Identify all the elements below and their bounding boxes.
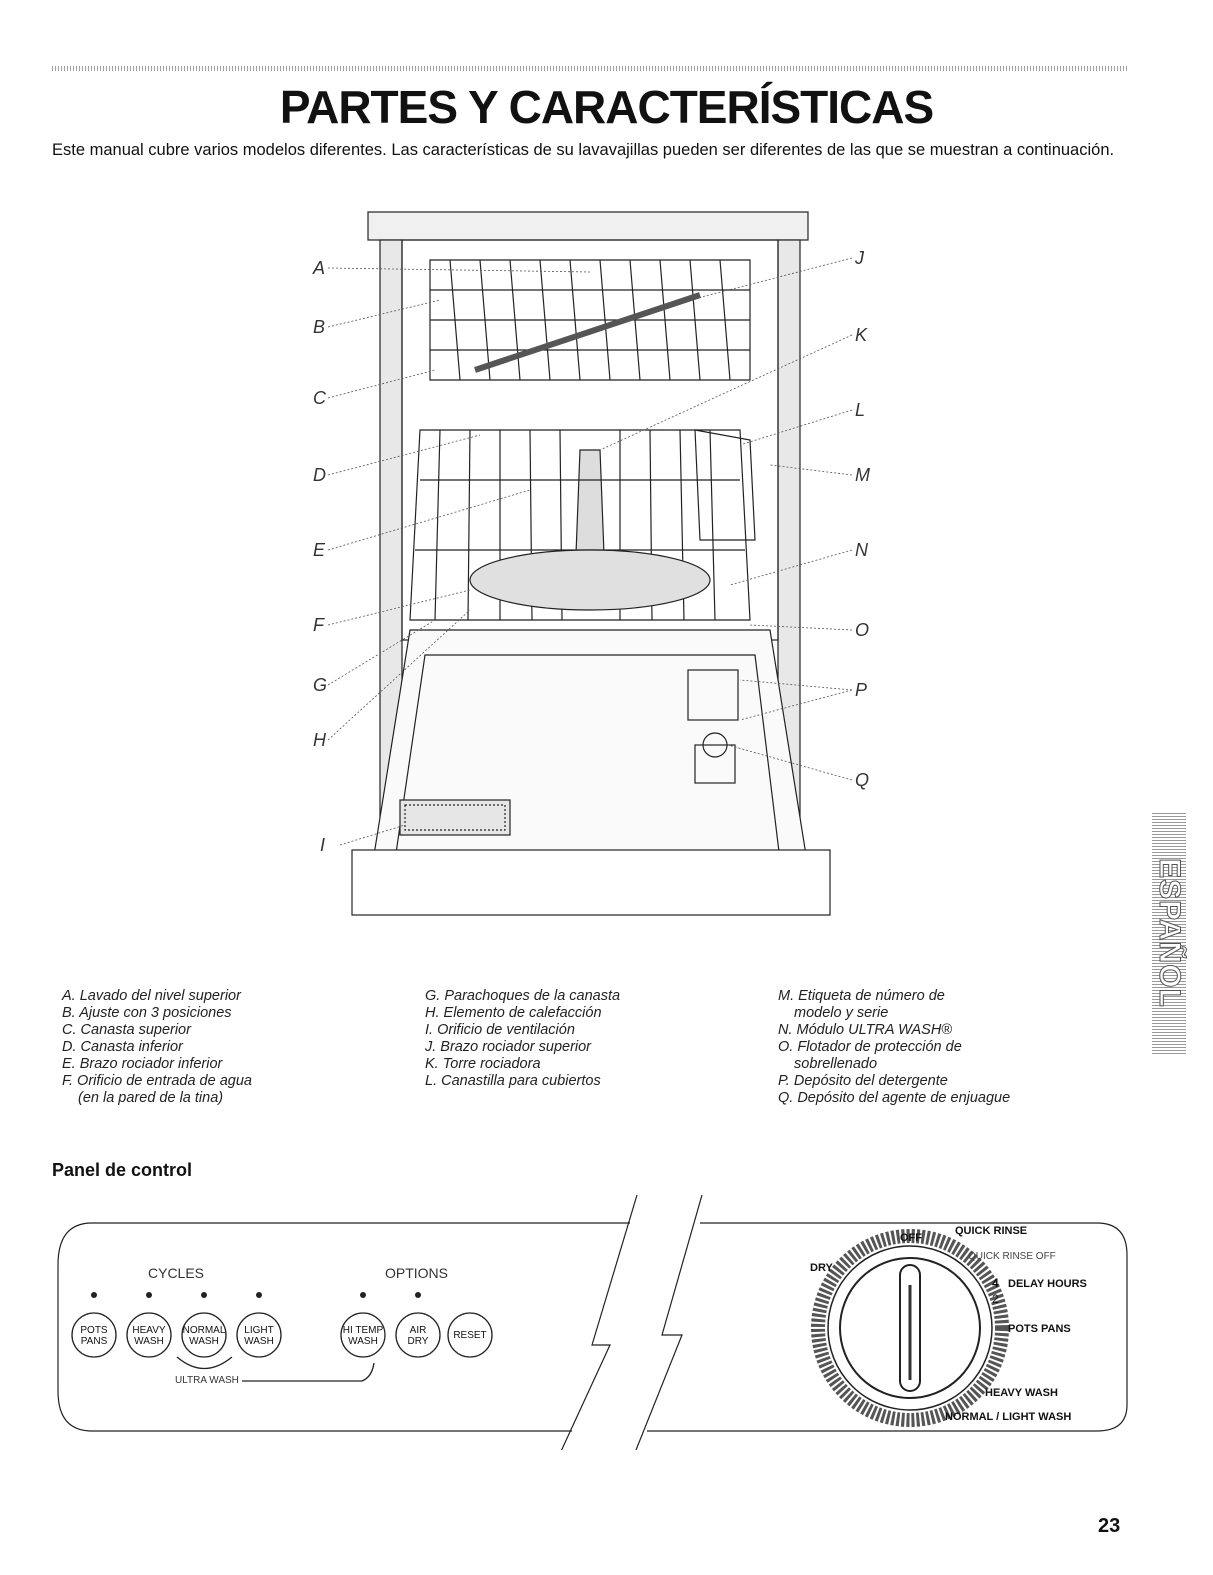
legend-item: A. Lavado del nivel superior [62,988,241,1004]
legend-item: J. Brazo rociador superior [425,1039,592,1055]
legend-item: G. Parachoques de la canasta [425,988,621,1004]
ultra-wash-label: ULTRA WASH [175,1375,239,1386]
legend-item: B. Ajuste con 3 posiciones [62,1005,232,1021]
dial-four-label: 4 [992,1276,999,1290]
legend-col-1: A. Lavado del nivel superior B. Ajuste c… [62,988,252,1107]
callout-n: N [855,540,868,560]
callout-k: K [855,325,868,345]
legend-item: Q. Depósito del agente de enjuague [778,1090,1011,1106]
dial-off-label: OFF [900,1232,922,1244]
legend-item: I. Orificio de ventilación [425,1022,575,1038]
reset-button[interactable]: RESET [453,1330,487,1341]
legend-item: K. Torre rociadora [425,1056,541,1072]
dial-pots-pans-label: POTS PANS [1008,1323,1071,1335]
legend-item: C. Canasta superior [62,1022,191,1038]
legend-item: P. Depósito del detergente [778,1073,948,1089]
dial-two-label: 2 [992,1292,999,1306]
legend-item: E. Brazo rociador inferior [62,1056,223,1072]
legend-item: N. Módulo ULTRA WASH® [778,1022,952,1038]
callout-c: C [313,388,326,408]
callout-a: A [313,258,326,278]
callout-h: H [313,730,326,750]
callout-m: M [855,465,870,485]
callout-o: O [855,620,870,640]
dial-delay-hours-label: DELAY HOURS [1008,1278,1087,1290]
callout-b: B [313,317,326,337]
dial-heavy-wash-label: HEAVY WASH [985,1387,1058,1399]
panel-title: Panel de control [52,1160,193,1180]
legend-item: sobrellenado [794,1056,878,1072]
intro-paragraph: Este manual cubre varios modelos diferen… [52,141,1115,159]
callout-i: I [320,835,326,855]
callout-d: D [313,465,326,485]
legend-item: L. Canastilla para cubiertos [425,1073,601,1089]
dial-quick-rinse-off-label: QUICK RINSE OFF [968,1251,1056,1262]
legend-col-3: M. Etiqueta de número de modelo y serie … [778,988,1010,1107]
dial-dry-label: DRY [810,1262,833,1274]
callout-j: J [855,248,864,268]
callout-f: F [313,615,324,635]
top-dotted-rule [52,66,1128,71]
legend-item: H. Elemento de calefacción [425,1005,602,1021]
legend-item: O. Flotador de protección de [778,1039,962,1055]
legend-item: (en la pared de la tina) [78,1090,224,1106]
callout-l: L [855,400,866,420]
callout-q: Q [855,770,870,790]
legend-item: D. Canasta inferior [62,1039,183,1055]
options-label: OPTIONS [385,1265,449,1281]
control-panel-illustration [57,1195,1128,1450]
callout-p: P [855,680,868,700]
legend-col-2: G. Parachoques de la canasta H. Elemento… [425,988,620,1090]
dial-quick-rinse-label: QUICK RINSE [955,1225,1028,1237]
page-number: 23 [1098,1515,1121,1537]
callout-e: E [313,540,326,560]
cycles-label: CYCLES [148,1265,205,1281]
legend-item: M. Etiqueta de número de [778,988,945,1004]
language-side-tab: ESPAÑOL [1152,812,1187,1054]
callout-g: G [313,675,328,695]
legend-item: modelo y serie [794,1005,889,1021]
dishwasher-diagram [327,211,853,916]
dial-normal-light-label: NORMAL / LIGHT WASH [945,1411,1072,1423]
legend-item: F. Orificio de entrada de agua [62,1073,252,1089]
page-title: PARTES Y CARACTERÍSTICAS [279,81,934,133]
